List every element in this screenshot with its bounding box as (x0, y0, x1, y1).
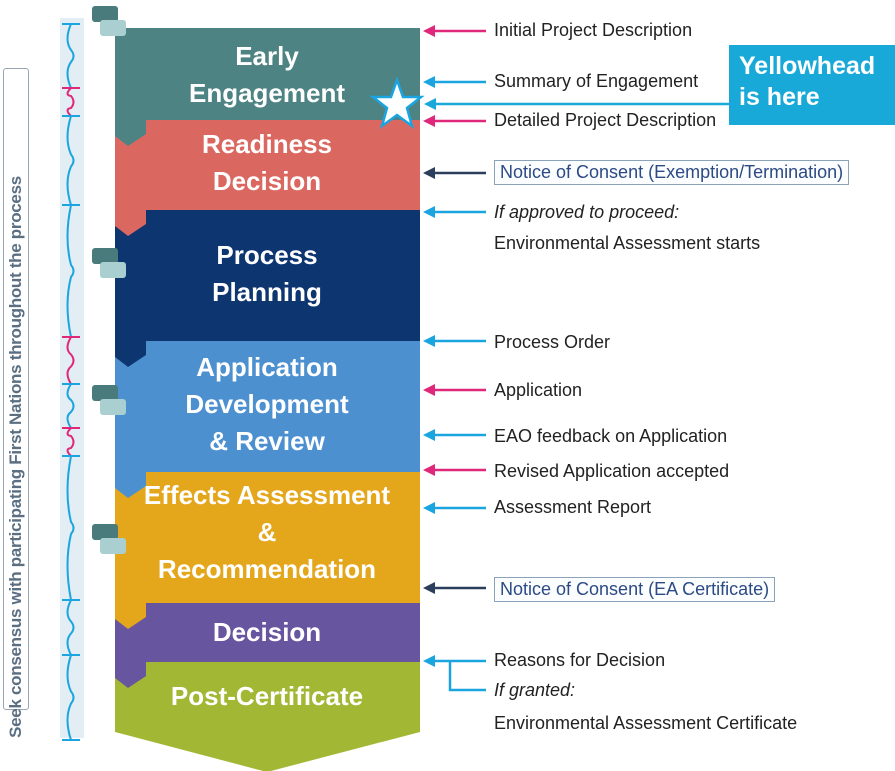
callout-pointer-arrowhead (424, 98, 436, 110)
stage-label-line: & (257, 517, 277, 547)
stage-label-early-engagement: Early Engagement (122, 38, 412, 112)
stage-label-line: Application (196, 352, 338, 382)
output-arrowhead (423, 502, 435, 514)
stage-block-effects-assessment (115, 472, 420, 603)
stage-notch (115, 662, 146, 688)
output-arrowhead (423, 655, 435, 667)
side-label-box: Seek consensus with participating First … (3, 68, 29, 738)
timeline (62, 23, 80, 741)
stage-label-line: Process (216, 240, 318, 270)
output-process-order: Process Order (494, 332, 611, 352)
stage-notches (115, 120, 146, 688)
stage-label-line: Recommendation (157, 554, 377, 584)
stage-label-process-planning: Process Planning (122, 237, 412, 311)
stage-label-line: Readiness (201, 129, 333, 159)
stage-shapes (115, 28, 420, 771)
output-arrowhead (423, 206, 435, 218)
timeline-brace (62, 336, 80, 385)
output-arrows (423, 25, 486, 667)
stage-label-application-development: Application Development & Review (122, 349, 412, 460)
output-reasons-for-decision: Reasons for Decision (494, 650, 666, 670)
output-if-granted: If granted: (494, 680, 576, 700)
stage-notch (115, 472, 146, 498)
output-arrowhead (423, 464, 435, 476)
output-arrowhead (423, 76, 435, 88)
stage-notch (115, 603, 146, 629)
output-arrowhead (423, 384, 435, 396)
output-ea-starts: Environmental Assessment starts (494, 233, 761, 253)
output-application: Application (494, 380, 583, 400)
stage-label-line: Planning (212, 277, 322, 307)
output-summary-of-engagement: Summary of Engagement (494, 71, 699, 91)
stage-label-line: Engagement (188, 78, 346, 108)
discussion-icon (92, 385, 126, 415)
timeline-brace (62, 599, 80, 656)
discussion-icon (92, 524, 126, 554)
stage-label-post-certificate: Post-Certificate (122, 678, 412, 715)
output-if-approved: If approved to proceed: (494, 202, 680, 222)
output-assessment-report: Assessment Report (494, 497, 652, 517)
output-revised-application: Revised Application accepted (494, 461, 730, 481)
star-icon (369, 76, 425, 130)
callout-line: is here (739, 83, 820, 111)
stage-label-line: Early (235, 41, 299, 71)
stage-label-line: Effects Assessment (143, 480, 391, 510)
discussion-icon (92, 248, 126, 278)
output-arrowhead (423, 335, 435, 347)
output-detailed-project-description: Detailed Project Description (494, 110, 717, 130)
output-arrowhead (423, 167, 435, 179)
stage-label-line: Decision (212, 166, 322, 196)
output-eao-feedback: EAO feedback on Application (494, 426, 728, 446)
timeline-brace (62, 115, 80, 206)
yellowhead-callout: Yellowhead is here (729, 45, 895, 125)
stage-label-effects-assessment: Effects Assessment & Recommendation (122, 477, 412, 588)
output-arrowhead (423, 582, 435, 594)
output-arrowhead (423, 115, 435, 127)
timeline-brace (62, 383, 80, 429)
stage-label-line: Development (185, 389, 349, 419)
stage-label-line: Decision (212, 617, 322, 647)
stage-label-decision: Decision (122, 614, 412, 651)
output-initial-project-description: Initial Project Description (494, 20, 693, 40)
stage-block-post-certificate (115, 662, 420, 771)
stage-notch (115, 210, 146, 236)
output-notice-of-consent-exemption: Notice of Consent (Exemption/Termination… (494, 160, 850, 185)
stage-notch (115, 120, 146, 146)
stage-block-decision (115, 603, 420, 662)
output-arrowhead (423, 25, 435, 37)
stage-block-application-development (115, 341, 420, 472)
discussion-icon (92, 6, 126, 36)
output-arrowhead (423, 429, 435, 441)
stage-block-early-engagement (115, 28, 420, 120)
stage-label-line: Post-Certificate (170, 681, 364, 711)
stage-label-line: & Review (209, 426, 325, 456)
stage-notch (115, 341, 146, 367)
timeline-brace (62, 654, 80, 741)
timeline-brace (62, 87, 80, 117)
stage-block-readiness-decision (115, 120, 420, 210)
callout-line: Yellowhead (739, 52, 876, 80)
timeline-strip (60, 18, 84, 738)
decision-bracket (448, 662, 486, 692)
timeline-brace (62, 204, 80, 338)
output-notice-of-consent-certificate: Notice of Consent (EA Certificate) (494, 577, 776, 602)
output-ea-certificate: Environmental Assessment Certificate (494, 713, 798, 733)
stage-block-process-planning (115, 210, 420, 341)
timeline-brace (62, 427, 80, 457)
timeline-brace (62, 455, 80, 601)
stage-label-readiness-decision: Readiness Decision (122, 126, 412, 200)
timeline-brace (62, 23, 80, 89)
